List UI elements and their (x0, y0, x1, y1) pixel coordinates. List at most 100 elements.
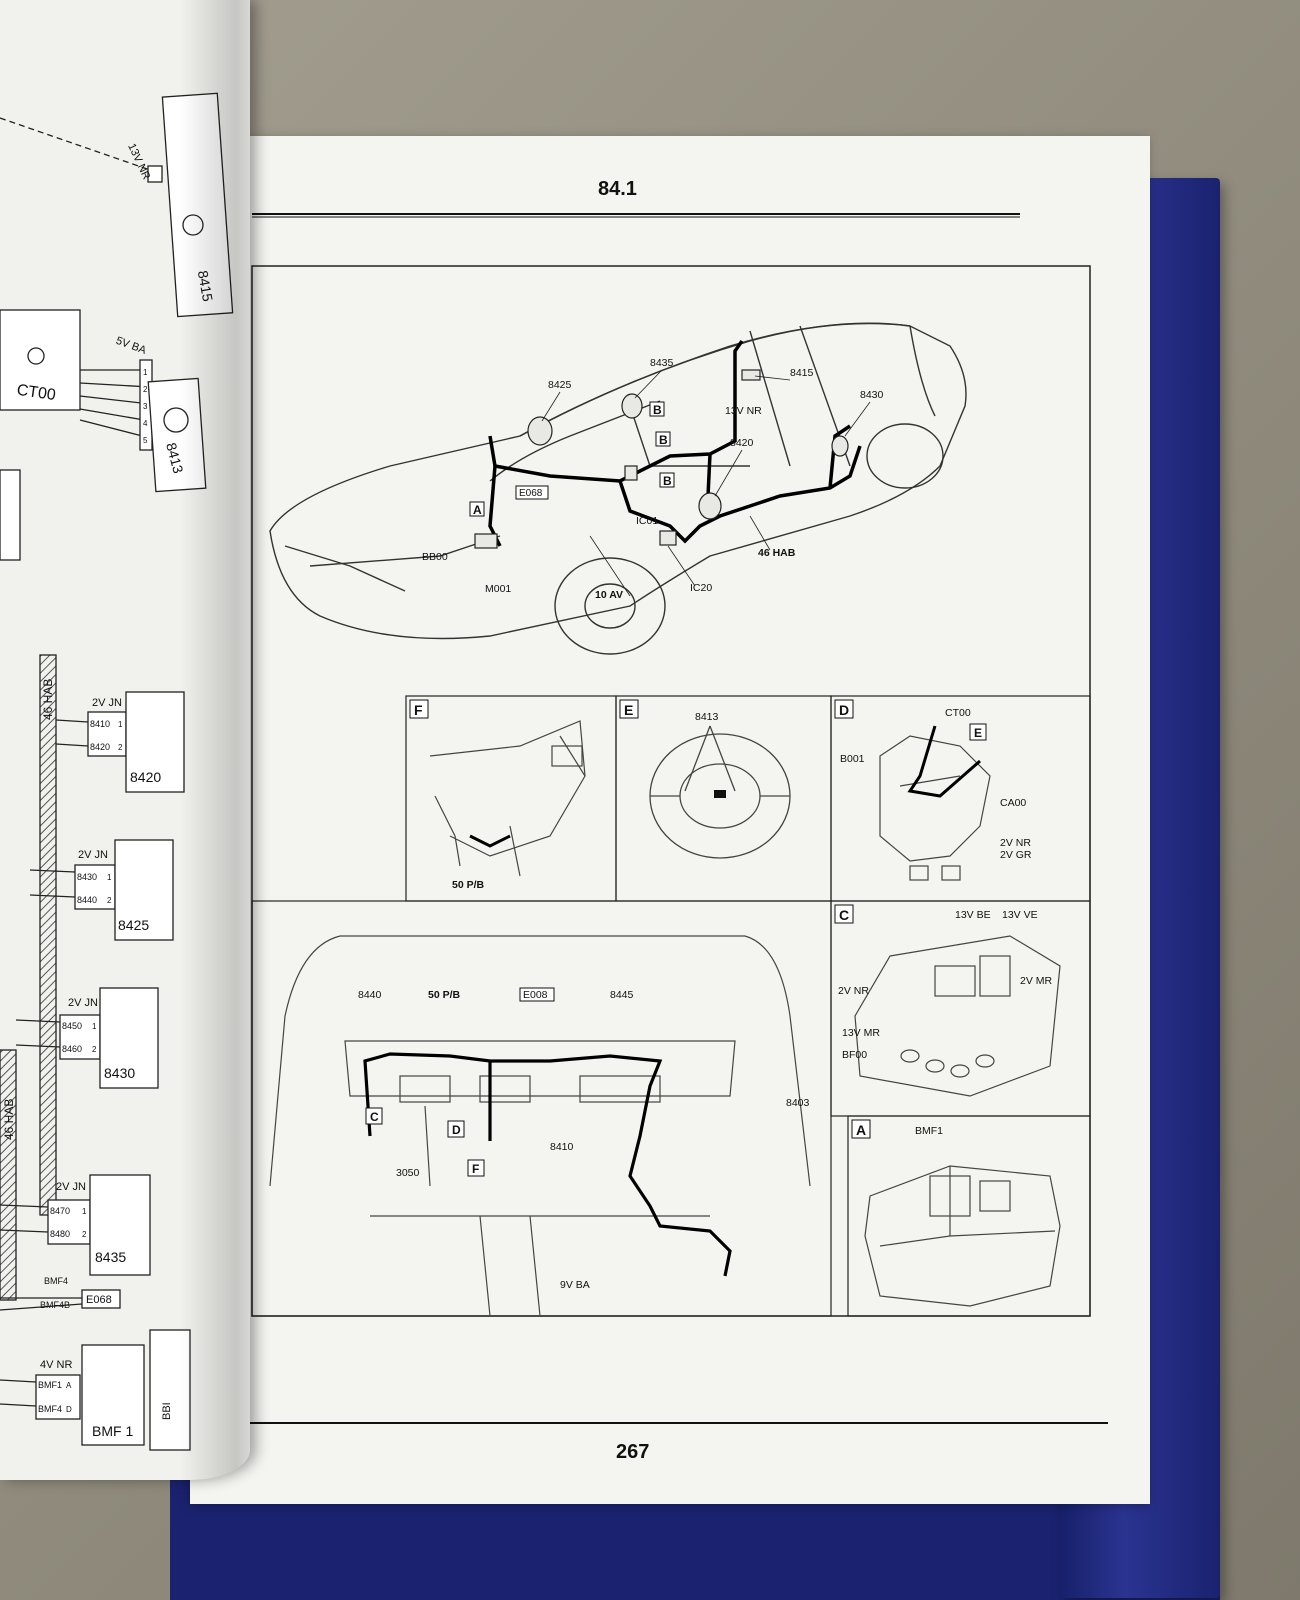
right-page-diagram: 8435 8425 8415 13V NR 8430 8420 E068 A B… (190, 213, 1108, 1424)
car-illustration (269, 322, 967, 655)
left-label-2v-jn-2: 2V JN (78, 849, 108, 861)
left-label-8450: 8450 (62, 1021, 82, 1031)
left-label-8410: 8410 (90, 719, 110, 729)
panel-b-marker-c: C (370, 1110, 379, 1124)
left-page-schematic: 13V NR 8415 5V BA CT00 8413 1 2 3 4 5 2V… (0, 92, 234, 1451)
main-view-labels-lower: BB00 M001 IC01 IC20 10 AV 46 HAB (422, 515, 796, 601)
panel-b-label-8403: 8403 (786, 1097, 810, 1109)
left-label-8430-pin: 8430 (77, 872, 97, 882)
panel-d-label-ca00: CA00 (1000, 797, 1026, 809)
label-8430: 8430 (860, 389, 884, 401)
left-label-8415: 8415 (195, 269, 216, 303)
left-label-bmf4-pin: BMF4 (38, 1404, 62, 1414)
left-pin-bmf1-a: A (66, 1381, 72, 1390)
page-gutter-shadow (180, 0, 250, 1480)
label-ic01: IC01 (636, 515, 658, 527)
label-8435: 8435 (650, 357, 674, 369)
left-label-bmf1-pin: BMF1 (38, 1380, 62, 1390)
left-label-ct00: CT00 (16, 382, 57, 404)
label-bb00: BB00 (422, 551, 448, 563)
left-label-e068: E068 (86, 1294, 112, 1306)
label-46-hab: 46 HAB (758, 547, 796, 559)
label-8425: 8425 (548, 379, 572, 391)
component-speakers (474, 369, 849, 549)
marker-b-1: B (653, 403, 662, 417)
panel-e-letter: E (624, 702, 633, 718)
left-pin-8420-2: 2 (118, 743, 123, 752)
left-pin-4: 4 (143, 419, 148, 428)
panel-d-letter: D (839, 702, 849, 718)
panel-b-label-8445: 8445 (610, 989, 634, 1001)
panel-c: C 13V BE 13V VE 2V NR 2V MR 13V MR BF00 (830, 900, 1091, 1117)
right-page: 8435 8425 8415 13V NR 8430 8420 E068 A B… (190, 136, 1150, 1504)
left-label-8430: 8430 (104, 1065, 135, 1081)
panel-b: B 8440 50 P/B E008 8445 (201, 900, 832, 1317)
left-label-8425: 8425 (118, 917, 149, 933)
left-pin-8435-1: 1 (82, 1207, 87, 1216)
panel-c-label-2v-mr: 2V MR (1020, 975, 1053, 987)
label-e068: E068 (519, 488, 543, 499)
left-label-8470: 8470 (50, 1206, 70, 1216)
panel-a-label-bmf1: BMF1 (915, 1125, 943, 1137)
panel-f: F 50 P/B (405, 695, 617, 902)
panel-e: E 8413 (615, 695, 832, 902)
left-pin-8435-2: 2 (82, 1230, 87, 1239)
marker-b-2: B (659, 433, 668, 447)
panel-c-label-2v-nr: 2V NR (838, 985, 869, 997)
label-8420: 8420 (730, 437, 754, 449)
panel-c-label-bf00: BF00 (842, 1049, 867, 1061)
left-label-bmf4: BMF4 (44, 1276, 68, 1286)
marker-b-3: B (663, 474, 672, 488)
left-label-bmf-1: BMF 1 (92, 1423, 133, 1439)
panel-b-label-9v-ba: 9V BA (560, 1279, 590, 1291)
panel-c-label-13v-be: 13V BE (955, 909, 991, 921)
panel-b-label-50pb: 50 P/B (428, 989, 461, 1001)
panel-c-letter: C (839, 907, 849, 923)
panel-b-label-8440: 8440 (358, 989, 382, 1001)
view-markers: A B B B (469, 401, 675, 517)
left-label-8460: 8460 (62, 1044, 82, 1054)
left-pin-3: 3 (143, 402, 148, 411)
label-8415: 8415 (790, 367, 814, 379)
label-ic20: IC20 (690, 582, 712, 594)
panel-b-label-3050: 3050 (396, 1167, 420, 1179)
left-pin-8420-1: 1 (118, 720, 123, 729)
panel-d-label-b001: B001 (840, 753, 865, 765)
panel-d-label-2v-nr: 2V NR (1000, 837, 1031, 849)
left-pin-8425-1: 1 (107, 873, 112, 882)
left-pin-bmf4-d: D (66, 1405, 72, 1414)
left-label-2v-jn-3: 2V JN (68, 997, 98, 1009)
panel-d: D CT00 E B001 CA00 2V NR 2V GR (830, 695, 1091, 902)
panel-e-label-8413: 8413 (695, 711, 719, 723)
left-label-8435: 8435 (95, 1249, 126, 1265)
panel-f-letter: F (414, 702, 423, 718)
left-label-8440: 8440 (77, 895, 97, 905)
section-number: 84.1 (598, 178, 637, 200)
left-pin-5: 5 (143, 436, 148, 445)
left-label-8420-pin: 8420 (90, 742, 110, 752)
main-view-labels: 8435 8425 8415 13V NR 8430 8420 (548, 357, 884, 449)
panel-b-label-e008: E008 (523, 989, 548, 1001)
label-13v-nr: 13V NR (725, 405, 762, 417)
leader-lines (541, 369, 871, 597)
panel-c-label-13v-mr: 13V MR (842, 1027, 880, 1039)
left-label-2v-jn-4: 2V JN (56, 1181, 86, 1193)
left-pin-8425-2: 2 (107, 896, 112, 905)
panel-f-label-50pb: 50 P/B (452, 879, 485, 891)
label-10-av: 10 AV (595, 589, 623, 601)
panel-b-marker-f: F (472, 1162, 479, 1176)
left-label-bmf4b: BMF4B (40, 1300, 70, 1310)
panel-a-letter: A (856, 1122, 866, 1138)
left-page: 13V NR 8415 5V BA CT00 8413 1 2 3 4 5 2V… (0, 0, 250, 1480)
left-label-46-hab-lower: 46 HAB (2, 1099, 16, 1140)
panel-d-label-ct00: CT00 (945, 707, 971, 719)
left-label-4v-nr: 4V NR (40, 1359, 72, 1371)
left-label-8480: 8480 (50, 1229, 70, 1239)
page-number: 267 (616, 1441, 650, 1463)
left-label-8420: 8420 (130, 769, 161, 785)
panel-d-marker-e: E (974, 726, 982, 740)
left-label-5v-ba: 5V BA (114, 335, 148, 357)
left-label-bbi: BBI (161, 1402, 173, 1420)
label-m001: M001 (485, 583, 511, 595)
wiring-harness (488, 339, 862, 547)
